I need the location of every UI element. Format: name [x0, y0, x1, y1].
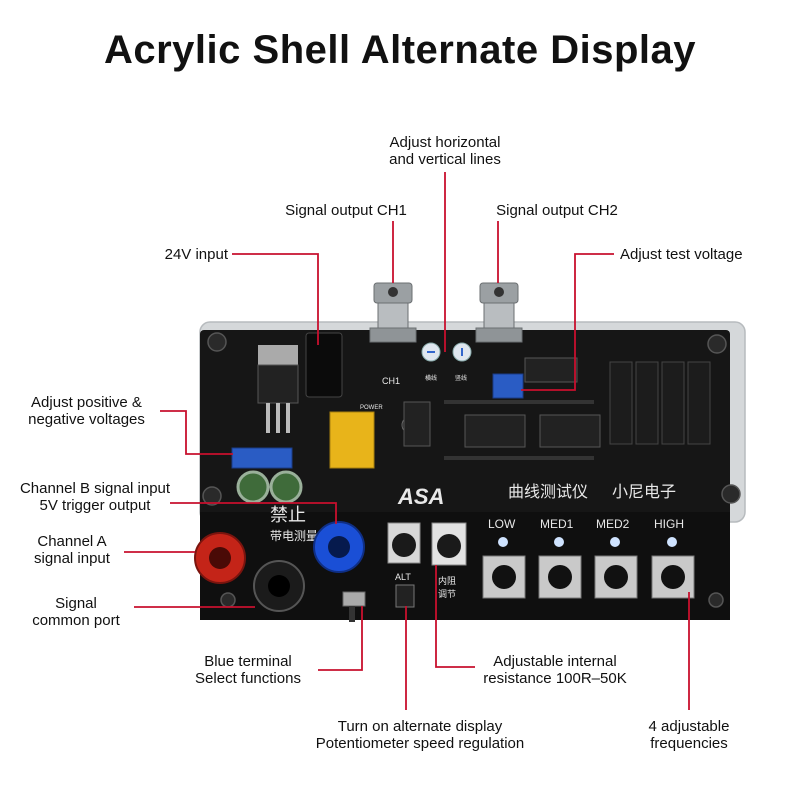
- freq-buttons: [482, 537, 695, 599]
- capacitors: [236, 470, 303, 504]
- resist-silk-2: 调节: [438, 589, 456, 599]
- callout-signal-ch2: Signal output CH2: [496, 202, 618, 219]
- trimmer-blue-test: [492, 373, 524, 399]
- black-terminal: [253, 560, 305, 612]
- callout-adjust-pos-neg: Adjust positive &negative voltages: [28, 394, 145, 428]
- freq-label-high: HIGH: [654, 517, 684, 531]
- warning-small-silk: 带电测量: [270, 529, 318, 543]
- leader-pos-neg: [160, 410, 233, 455]
- freq-label-low: LOW: [488, 517, 516, 531]
- leader-test-voltage: [521, 253, 614, 391]
- dc-power-jack: [305, 332, 343, 398]
- leader-resistance: [435, 565, 475, 668]
- resist-silk-1: 内阻: [438, 575, 456, 586]
- callout-adjust-test-voltage: Adjust test voltage: [620, 246, 743, 263]
- model-silk: 曲线测试仪: [508, 483, 588, 501]
- freq-button-med2: [594, 537, 638, 599]
- alt-potentiometer: [387, 522, 421, 564]
- bnc-connector-ch1: [369, 282, 417, 343]
- freq-label-med2: MED2: [596, 517, 630, 531]
- red-terminal: [194, 532, 246, 584]
- pot-h-silk: 横线: [425, 374, 437, 382]
- alt-switch: [395, 584, 415, 608]
- relay: [329, 411, 375, 469]
- logo-silk: ASA: [397, 484, 444, 509]
- resistor-array: [444, 400, 594, 460]
- voltage-regulator: [257, 345, 299, 433]
- select-slide-switch: [342, 591, 366, 607]
- reed-relays: [609, 361, 711, 445]
- ic-chips: [403, 357, 601, 448]
- standoff-screws: [202, 332, 741, 608]
- freq-button-low: [482, 537, 526, 599]
- leader-24v: [232, 253, 319, 345]
- leader-channel-b: [170, 502, 337, 524]
- blue-terminal: [313, 521, 365, 573]
- leader-blue-terminal: [318, 606, 363, 671]
- freq-button-high: [651, 537, 695, 599]
- callout-signal-ch1: Signal output CH1: [285, 202, 407, 219]
- brand-silk: 小尼电子: [612, 483, 676, 501]
- alt-silk: ALT: [395, 572, 411, 582]
- callout-24v-input: 24V input: [164, 246, 228, 263]
- freq-label-med1: MED1: [540, 517, 574, 531]
- leader-lines: [124, 172, 690, 710]
- trimmer-blue-left: [231, 447, 293, 469]
- resistance-potentiometer: [431, 522, 467, 566]
- freq-button-med1: [538, 537, 582, 599]
- power-silk: POWER: [360, 405, 383, 411]
- trim-pots-hv: [421, 342, 472, 362]
- bnc-connector-ch2: [475, 282, 523, 343]
- warning-big-silk: 禁止: [270, 505, 306, 525]
- pot-v-silk: 竖线: [455, 374, 467, 382]
- ch1-silk: CH1: [382, 376, 400, 386]
- page-title: Acrylic Shell Alternate Display: [103, 28, 697, 72]
